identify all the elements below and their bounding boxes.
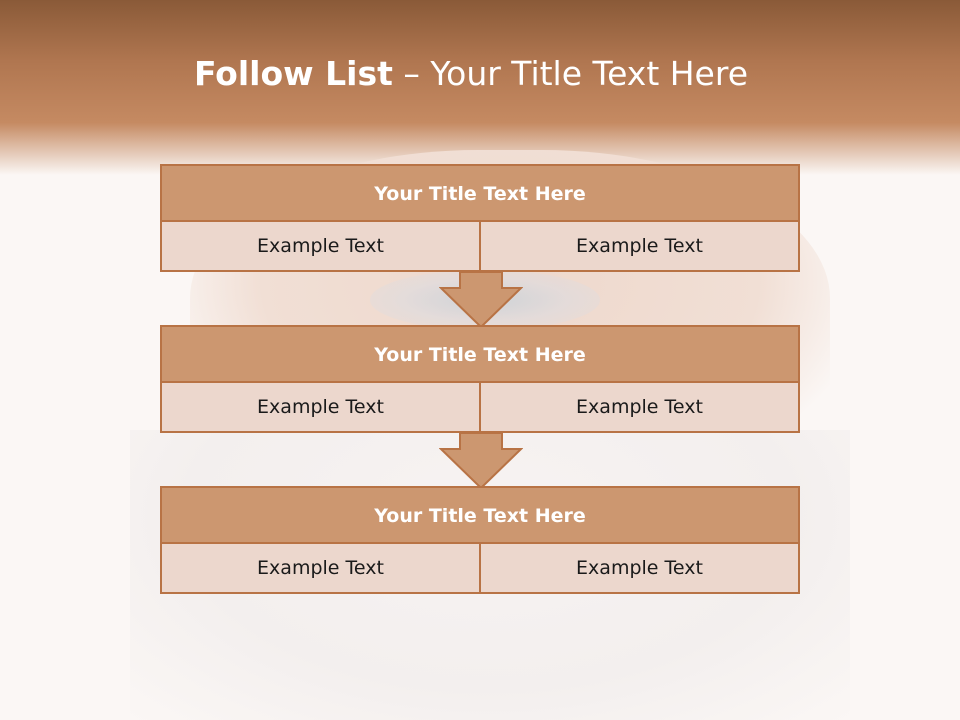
step-cell-right: Example Text (479, 544, 798, 592)
slide-title: Follow List – Your Title Text Here (0, 54, 942, 93)
background-top-band (0, 0, 960, 175)
step-box-2: Your Title Text Here Example Text Exampl… (160, 325, 800, 433)
step-cell-right: Example Text (479, 383, 798, 431)
step-cell-left: Example Text (162, 222, 479, 270)
down-arrow-icon (439, 271, 523, 329)
step-row: Example Text Example Text (162, 222, 798, 270)
step-box-3: Your Title Text Here Example Text Exampl… (160, 486, 800, 594)
step-heading: Your Title Text Here (162, 488, 798, 544)
step-cell-left: Example Text (162, 383, 479, 431)
down-arrow-icon (439, 432, 523, 490)
step-row: Example Text Example Text (162, 544, 798, 592)
step-heading: Your Title Text Here (162, 327, 798, 383)
step-row: Example Text Example Text (162, 383, 798, 431)
step-cell-right: Example Text (479, 222, 798, 270)
slide-title-bold: Follow List (193, 54, 393, 93)
step-box-1: Your Title Text Here Example Text Exampl… (160, 164, 800, 272)
step-cell-left: Example Text (162, 544, 479, 592)
slide-title-rest: – Your Title Text Here (403, 54, 749, 93)
step-heading: Your Title Text Here (162, 166, 798, 222)
